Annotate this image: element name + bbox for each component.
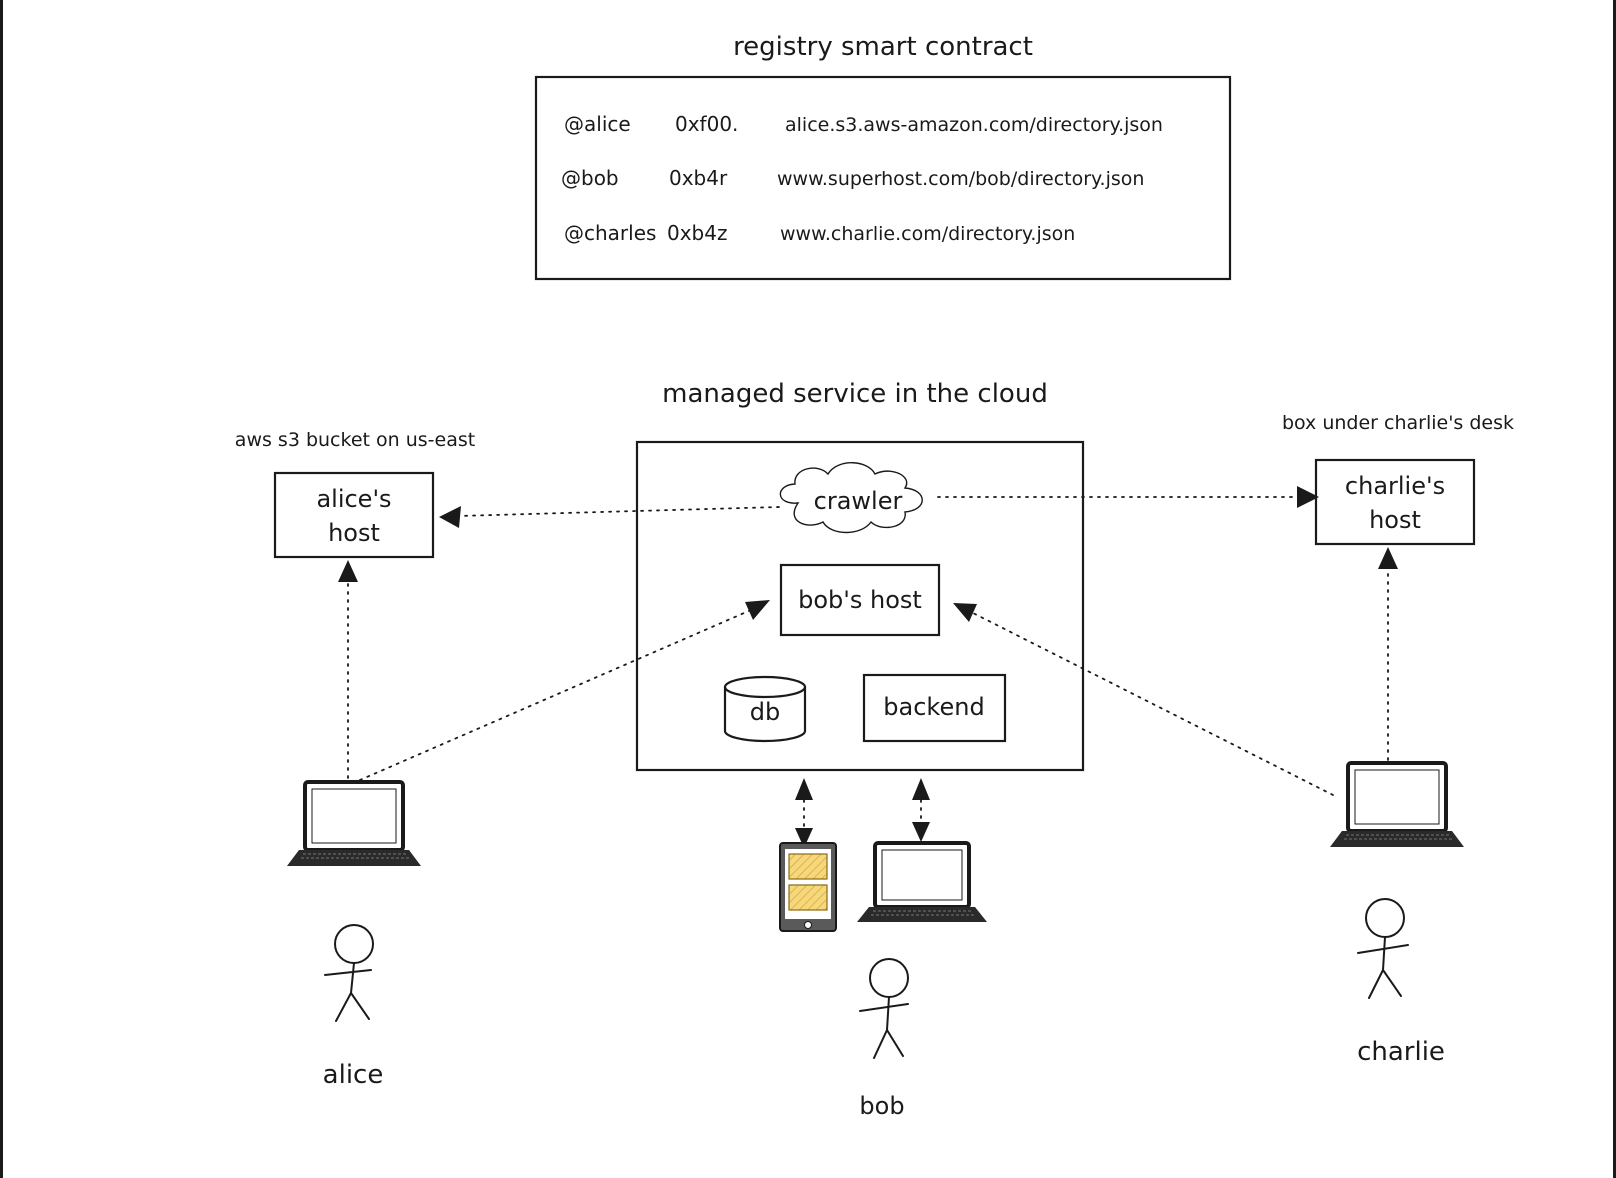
registry-title: registry smart contract — [733, 32, 1033, 62]
registry-row: @bob 0xb4r www.superhost.com/bob/directo… — [561, 166, 1144, 190]
architecture-diagram: registry smart contract @alice 0xf00. al… — [235, 32, 1514, 1120]
db-cylinder-icon: db — [723, 675, 807, 743]
cloud-service-box — [635, 440, 1085, 772]
alice-host-caption: aws s3 bucket on us-east — [235, 429, 475, 451]
charlie-person-icon — [1357, 898, 1409, 999]
db-label: db — [750, 698, 780, 726]
alice-laptop-icon — [287, 780, 421, 866]
alice-host-label-line1: alice's — [316, 485, 391, 513]
alice-person-icon — [324, 924, 374, 1022]
bob-laptop-icon — [857, 841, 987, 922]
charlie-host-box — [1314, 458, 1476, 546]
charlie-host-label-line2: host — [1369, 506, 1421, 534]
crawler-cloud: crawler — [779, 462, 923, 534]
registry-handle: @charles — [564, 221, 656, 245]
crawler-label: crawler — [814, 487, 903, 515]
bobs-host-label: bob's host — [798, 586, 922, 614]
registry-handle: @bob — [561, 166, 619, 190]
registry-address: 0xb4r — [669, 166, 728, 190]
backend-label: backend — [883, 693, 984, 721]
registry-address: 0xb4z — [667, 221, 727, 245]
connection-arrows — [338, 486, 1398, 848]
charlie-name: charlie — [1357, 1037, 1445, 1067]
registry-url: www.superhost.com/bob/directory.json — [777, 168, 1144, 190]
registry-row: @alice 0xf00. alice.s3.aws-amazon.com/di… — [564, 112, 1163, 136]
alice-host-label-line2: host — [328, 519, 380, 547]
registry-url: alice.s3.aws-amazon.com/directory.json — [785, 114, 1163, 136]
charlie-laptop-icon — [1330, 761, 1464, 847]
registry-table — [534, 75, 1232, 281]
bob-name: bob — [859, 1092, 904, 1120]
charlie-host-label-line1: charlie's — [1345, 472, 1445, 500]
backend-box — [862, 673, 1007, 743]
registry-url: www.charlie.com/directory.json — [780, 223, 1075, 245]
charlie-host-caption: box under charlie's desk — [1282, 412, 1514, 434]
bobs-host-box — [779, 563, 941, 637]
cloud-title: managed service in the cloud — [662, 379, 1048, 409]
registry-row: @charles 0xb4z www.charlie.com/directory… — [564, 221, 1075, 245]
alice-name: alice — [323, 1060, 384, 1090]
bob-person-icon — [859, 958, 909, 1059]
bob-phone-icon — [779, 842, 837, 932]
registry-address: 0xf00. — [675, 112, 738, 136]
registry-handle: @alice — [564, 112, 631, 136]
alice-host-box — [273, 471, 435, 559]
